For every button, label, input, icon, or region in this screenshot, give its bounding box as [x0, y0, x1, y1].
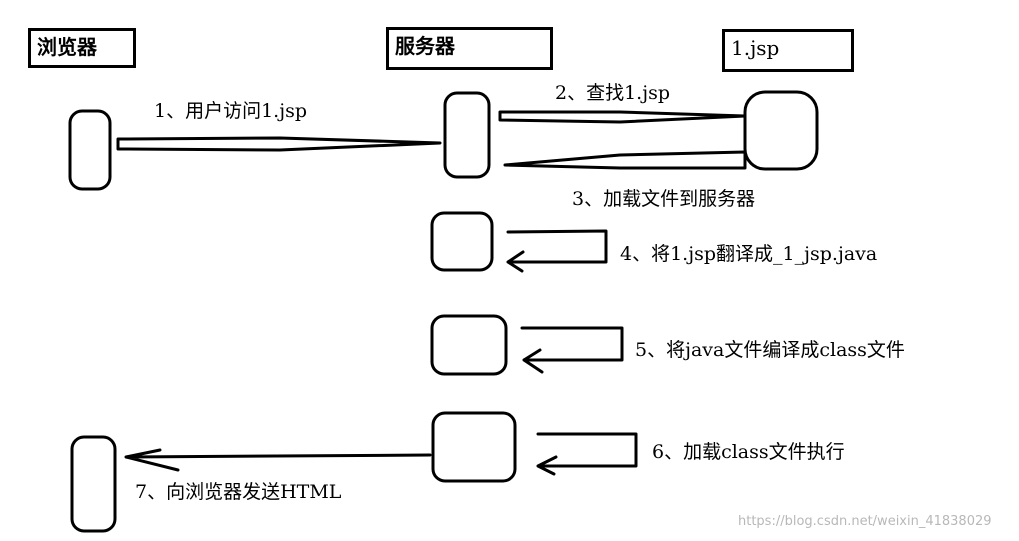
step-7-label: 7、向浏览器发送HTML [135, 481, 342, 503]
step-6-label: 6、加载class文件执行 [652, 441, 845, 463]
server-activation-request [443, 91, 491, 179]
self-loop-compile [520, 326, 624, 374]
server-activation-translate [430, 211, 494, 272]
step-3-label: 3、加载文件到服务器 [572, 188, 756, 210]
server-header: 服务器 [386, 27, 553, 70]
server-activation-execute [431, 411, 517, 483]
self-loop-translate [506, 229, 608, 273]
arrow-send-html [124, 448, 432, 472]
step-5-label: 5、将java文件编译成class文件 [635, 339, 905, 361]
self-loop-execute [536, 432, 638, 476]
step-4-label: 4、将1.jsp翻译成_1_jsp.java [620, 243, 878, 265]
jsp-activation [743, 90, 819, 171]
watermark: https://blog.csdn.net/weixin_41838029 [738, 514, 992, 529]
server-activation-compile [430, 314, 508, 376]
step-1-label: 1、用户访问1.jsp [154, 100, 308, 122]
browser-header: 浏览器 [28, 28, 136, 68]
arrow-find-jsp [498, 110, 747, 124]
arrow-request [116, 136, 442, 152]
step-2-label: 2、查找1.jsp [555, 82, 671, 104]
jsp-file-header: 1.jsp [722, 29, 854, 72]
arrow-load-file [503, 150, 747, 170]
browser-activation-top [68, 109, 112, 191]
browser-activation-bottom [70, 435, 117, 533]
